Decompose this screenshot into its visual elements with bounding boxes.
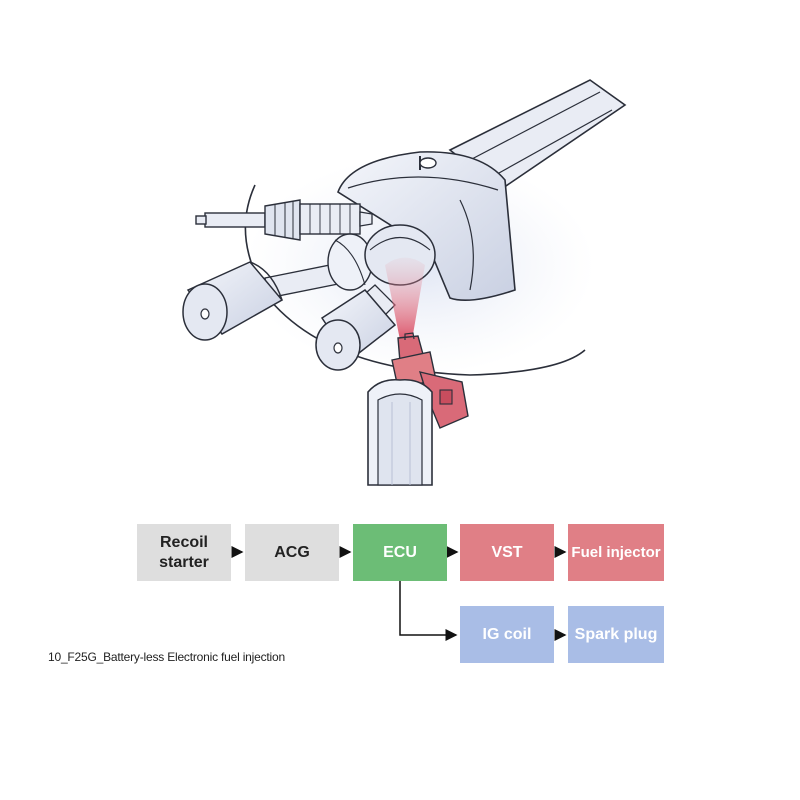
vst-box: VST: [460, 524, 554, 581]
acg-box: ACG: [245, 524, 339, 581]
ecu-box: ECU: [353, 524, 447, 581]
fuel-injector-box: Fuel injector: [568, 524, 664, 581]
spark-plug: [195, 199, 373, 241]
engine-illustration: [182, 79, 627, 486]
ecu-label: ECU: [383, 543, 417, 561]
fuel-injector-label: Fuel injector: [571, 543, 661, 561]
recoil-starter-box: Recoil starter: [137, 524, 231, 581]
spark-plug-label: Spark plug: [574, 625, 658, 643]
acg-label: ACG: [274, 543, 310, 561]
valve-lifter-right: [315, 289, 397, 371]
intake-valve: [264, 233, 373, 299]
intake-pipe: [367, 378, 433, 486]
valve-lifter-left: [182, 261, 284, 341]
ig-coil-box: IG coil: [460, 606, 554, 663]
arrow-ecu-to-igcoil: [399, 581, 458, 641]
ig-coil-label: IG coil: [482, 625, 532, 643]
fuel-spray: [385, 257, 425, 340]
piston: [337, 151, 516, 302]
figure-caption: 10_F25G_Battery-less Electronic fuel inj…: [48, 650, 285, 664]
vst-label: VST: [491, 543, 523, 561]
spark-plug-box: Spark plug: [568, 606, 664, 663]
recoil-starter-label: Recoil starter: [159, 533, 209, 571]
